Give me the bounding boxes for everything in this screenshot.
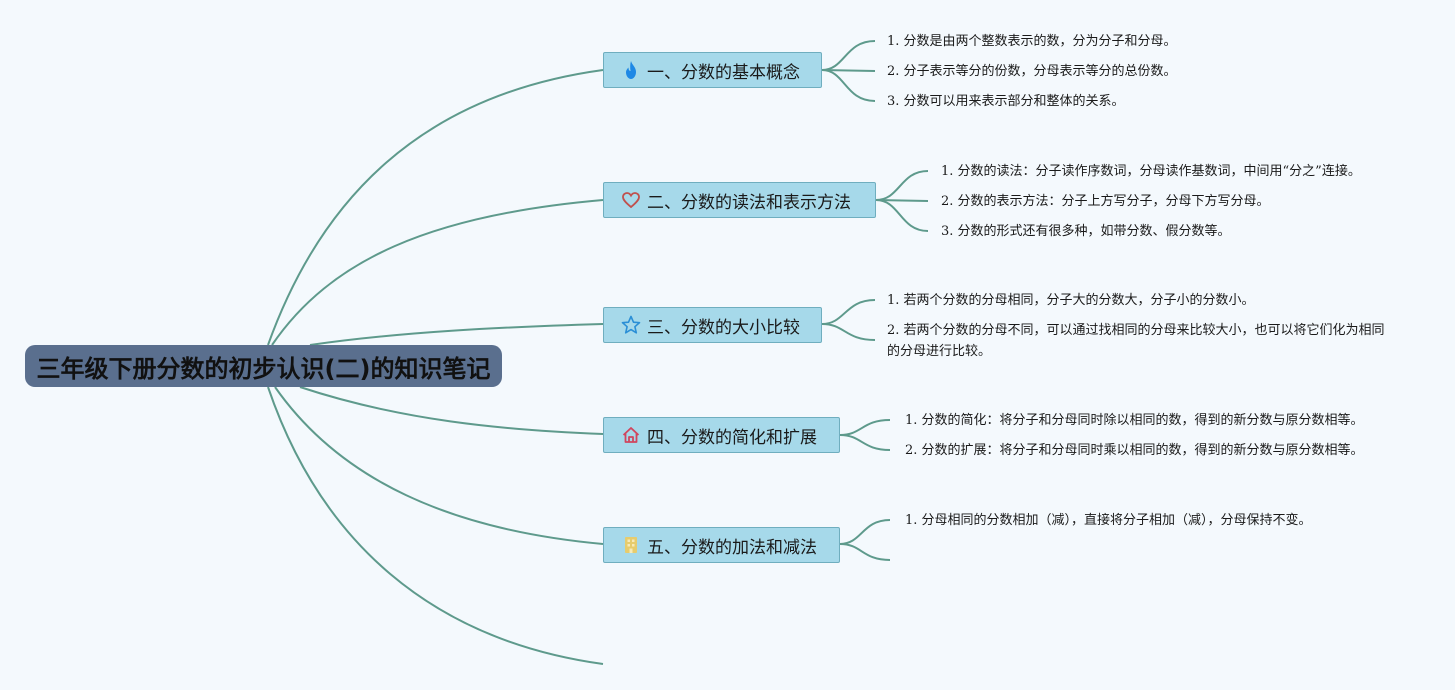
branch-line-2 [271,199,604,346]
note-item: 2. 分子表示等分的份数，分母表示等分的总份数。 [887,64,1177,79]
note-item: 2. 若两个分数的分母不同，可以通过找相同的分母来比较大小，也可以将它们化为相同… [887,323,1385,359]
topic-basic-concept[interactable]: 一、分数的基本概念 [603,52,822,88]
note-line-2-1 [875,170,929,201]
star-icon [621,315,641,335]
heart-icon [621,190,641,210]
building-icon [621,535,641,555]
topic-label: 三、分数的大小比较 [647,317,800,338]
branch-line-5 [274,386,604,545]
note-line-2-3 [875,199,929,232]
note-line-1-2 [821,69,876,72]
note-item: 1. 分母相同的分数相加（减），直接将分子相加（减），分母保持不变。 [905,513,1312,528]
note-line-5-1 [839,519,891,545]
note-line-4-2 [839,434,891,451]
root-title: 三年级下册分数的初步认识(二)的知识笔记 [36,354,491,383]
note-line-4-1 [839,419,891,436]
note-item: 1. 分数是由两个整数表示的数，分为分子和分母。 [887,34,1177,49]
note-item: 1. 分数的读法：分子读作序数词，分母读作基数词，中间用“分之”连接。 [941,164,1361,179]
topic-comparison[interactable]: 三、分数的大小比较 [603,307,822,343]
note-line-3-1 [821,299,876,325]
note-line-1-1 [821,40,876,71]
note-line-1-3 [821,69,876,102]
note-item: 3. 分数的形式还有很多种，如带分数、假分数等。 [941,224,1231,239]
topic-add-subtract[interactable]: 五、分数的加法和减法 [603,527,840,563]
root-topic[interactable]: 三年级下册分数的初步认识(二)的知识笔记 [25,345,502,387]
topic-label: 五、分数的加法和减法 [647,537,817,558]
note-item: 1. 分数的简化：将分子和分母同时除以相同的数，得到的新分数与原分数相等。 [905,413,1364,428]
note-line-3-2 [821,323,876,341]
topic-label: 一、分数的基本概念 [647,62,800,83]
note-line-5-2 [839,543,891,561]
topic-label: 二、分数的读法和表示方法 [647,192,851,213]
branch-line-1 [267,69,604,346]
branch-line-4 [299,386,604,435]
note-line-2-2 [875,199,929,202]
branch-line-6 [267,386,604,665]
topic-simplify-expand[interactable]: 四、分数的简化和扩展 [603,417,840,453]
note-item: 2. 分数的扩展：将分子和分母同时乘以相同的数，得到的新分数与原分数相等。 [905,443,1364,458]
note-item: 1. 若两个分数的分母相同，分子大的分数大，分子小的分数小。 [887,293,1255,308]
flame-icon [621,60,641,80]
home-icon [621,425,641,445]
topic-label: 四、分数的简化和扩展 [647,427,817,448]
topic-reading-writing[interactable]: 二、分数的读法和表示方法 [603,182,876,218]
note-item: 2. 分数的表示方法：分子上方写分子，分母下方写分母。 [941,194,1270,209]
note-item: 3. 分数可以用来表示部分和整体的关系。 [887,94,1125,109]
branch-line-3 [309,323,604,346]
